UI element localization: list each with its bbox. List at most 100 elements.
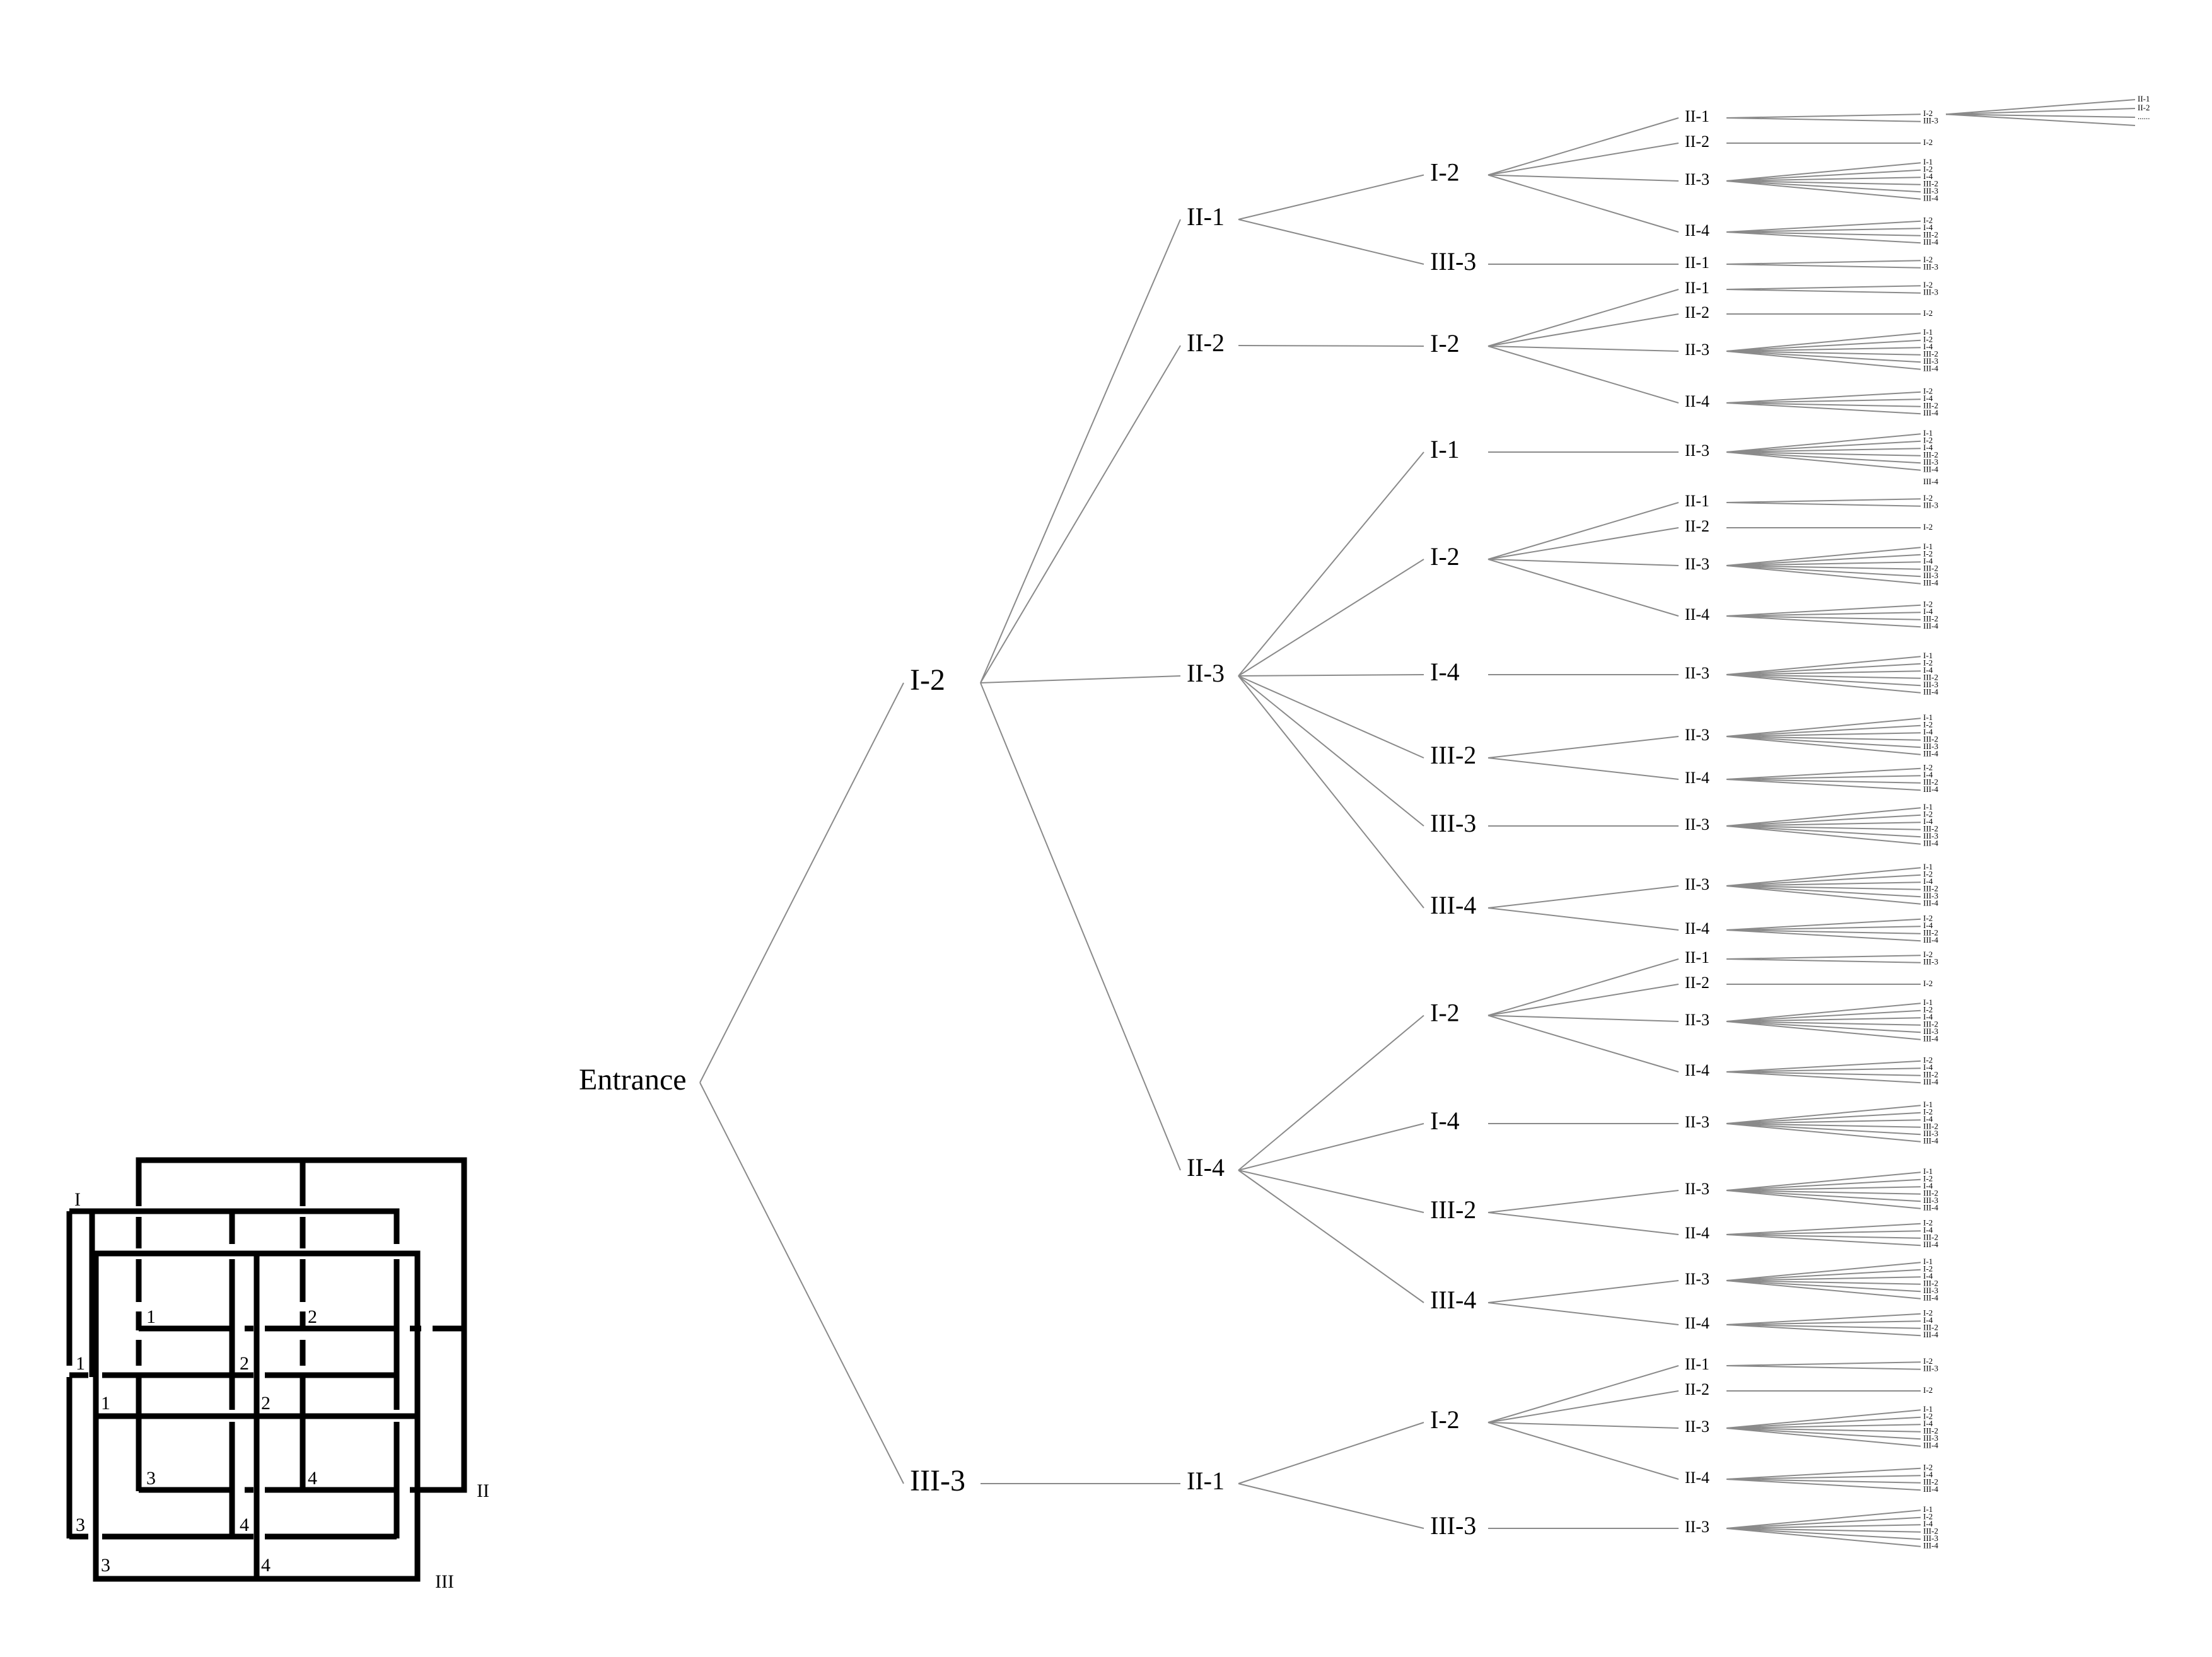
leaf-edge: [1726, 1313, 1921, 1325]
tree-leaf-label: I-2: [1923, 335, 1933, 344]
leaf-edge: [1726, 1003, 1921, 1022]
leaf-edge: [1726, 231, 1921, 236]
leaf-edge: [1726, 502, 1921, 507]
leaf-edge: [1726, 1524, 1921, 1529]
tree-edge: [1487, 174, 1679, 182]
tree-node-level-4: II-4: [1685, 919, 1709, 938]
deep-edge: [1945, 113, 2136, 126]
tree-leaf-label: III-4: [1923, 1077, 1938, 1086]
tree-leaf-label: I-4: [1923, 443, 1933, 452]
tree-leaf-label: I-4: [1923, 665, 1933, 675]
tree-leaf-label: III-2: [1923, 349, 1938, 359]
tree-node-level-4: II-2: [1685, 132, 1709, 151]
leaf-edge: [1726, 825, 1921, 845]
tree-node-level-4: II-3: [1685, 1011, 1709, 1029]
leaf-edge: [1726, 351, 1921, 363]
tree-leaf-label: I-4: [1923, 1271, 1933, 1281]
tree-node-level-3: I-2: [1430, 329, 1460, 358]
leaf-edge: [1726, 736, 1921, 755]
tree-node-level-4: II-3: [1685, 726, 1709, 744]
leaf-edge: [1726, 451, 1921, 456]
tree-node-level-4: II-1: [1685, 279, 1709, 297]
tree-node-level-4: II-2: [1685, 517, 1709, 535]
tree-edge: [1487, 559, 1679, 566]
tree-leaf-label: I-2: [1923, 493, 1933, 503]
leaf-edge: [1726, 264, 1921, 269]
tree-leaf-label: I-4: [1923, 607, 1933, 616]
tree-node-level-4: II-1: [1685, 253, 1709, 272]
tree-leaf-label: I-2: [1923, 1005, 1933, 1015]
tree-edge: [1238, 1170, 1424, 1213]
tree-node-level-4: II-1: [1685, 107, 1709, 125]
tree-leaf-label: III-3: [1923, 957, 1938, 967]
tree-leaf-label: III-3: [1923, 741, 1938, 751]
tree-node-level-4: II-3: [1685, 875, 1709, 893]
leaf-edge: [1726, 736, 1921, 748]
leaf-edge: [1726, 874, 1921, 887]
leaf-edge: [1726, 1365, 1921, 1370]
tree-node-level-3: III-3: [1430, 247, 1476, 276]
tree-leaf-label: III-2: [1923, 614, 1938, 624]
tree-leaf-label: I-1: [1923, 997, 1933, 1007]
tree-leaf-label: I-4: [1923, 556, 1933, 566]
tree-node-level-4: II-4: [1685, 1061, 1709, 1079]
tree-leaf-label: III-2: [1923, 1070, 1938, 1079]
tree-leaf-label: I-2: [1923, 387, 1933, 396]
tree-leaf-label: I-2: [1923, 137, 1933, 147]
tree-leaf-label: III-3: [1923, 680, 1938, 689]
tree-leaf-label: III-4: [1923, 194, 1938, 203]
tree-node-level-1: III-3: [910, 1464, 965, 1497]
tree-edge: [1238, 675, 1424, 759]
tree-leaf-label: I-4: [1923, 1225, 1933, 1235]
leaf-edge: [1726, 929, 1921, 934]
tree-node-level-3: I-2: [1430, 158, 1460, 187]
tree-leaf-label: III-2: [1923, 884, 1938, 893]
leaf-edge: [1726, 736, 1921, 741]
tree-edge: [1487, 1212, 1679, 1235]
leaf-edge: [1726, 289, 1921, 294]
tree-leaf-label: III-3: [1923, 1026, 1938, 1036]
tree-node-level-4: II-1: [1685, 1355, 1709, 1373]
tree-leaf-label: I-2: [1923, 1356, 1933, 1366]
ellipsis-label: ......: [2138, 112, 2150, 121]
tree-node-level-4: II-4: [1685, 1224, 1709, 1242]
leaf-edge: [1726, 1186, 1921, 1191]
maze-room-III-1: 1: [101, 1393, 110, 1414]
leaf-edge: [1726, 867, 1921, 887]
leaf-edge: [1726, 775, 1921, 780]
deep-edge: [1945, 108, 2136, 115]
tree-leaf-label: I-1: [1923, 428, 1933, 438]
leaf-edge: [1726, 1172, 1921, 1191]
tree-leaf-label: III-3: [1923, 457, 1938, 467]
tree-leaf-label: III-4: [1923, 839, 1938, 848]
tree-edge: [980, 675, 1181, 683]
tree-leaf-label: I-2: [1923, 255, 1933, 264]
leaf-edge: [1726, 1427, 1921, 1447]
leaf-edge: [1726, 1021, 1921, 1026]
tree-edge: [980, 219, 1181, 683]
tree-edge: [1487, 1422, 1679, 1480]
tree-leaf-label: III-4: [1923, 578, 1938, 588]
leaf-edge: [1726, 885, 1921, 898]
leaf-edge: [1726, 1021, 1921, 1033]
leaf-edge: [1726, 117, 1921, 122]
leaf-edge: [1726, 1479, 1921, 1484]
tree-edge: [1487, 502, 1679, 560]
tree-leaf-label: I-4: [1923, 393, 1933, 403]
leaf-edge: [1726, 351, 1921, 370]
tree-edge: [1238, 1015, 1424, 1171]
tree-leaf-label: I-2: [1923, 1385, 1933, 1395]
leaf-edge: [1726, 1269, 1921, 1281]
tree-leaf-label: I-4: [1923, 1181, 1933, 1190]
tree-leaf-label: III-2: [1923, 777, 1938, 787]
tree-leaf-label: III-2: [1923, 450, 1938, 460]
tree-leaf-label: III-2: [1923, 230, 1938, 240]
tree-node-level-3: I-2: [1430, 1405, 1460, 1434]
leaf-edge: [1726, 881, 1921, 887]
leaf-edge: [1726, 1060, 1921, 1073]
tree-leaf-label: I-2: [1923, 1107, 1933, 1117]
leaf-edge: [1726, 825, 1921, 830]
tree-leaf-label: I-2: [1923, 108, 1933, 118]
tree-leaf-label: I-2: [1923, 1512, 1933, 1521]
